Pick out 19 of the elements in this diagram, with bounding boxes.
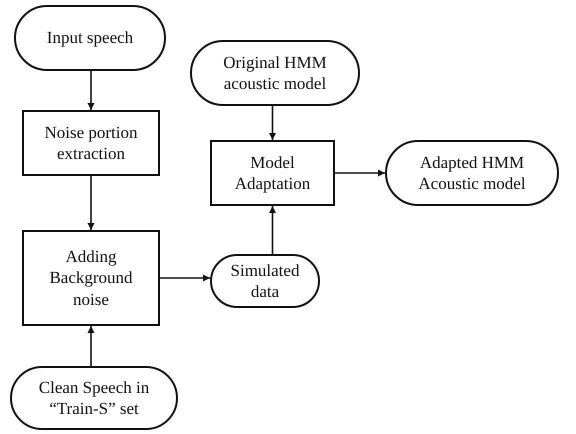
node-label: Adding Background noise — [48, 246, 134, 310]
process-box — [22, 230, 160, 326]
arrow — [269, 106, 276, 140]
arrow — [88, 176, 94, 230]
node-label: Adapted HMM Acoustic model — [417, 152, 527, 194]
node-label: Original HMM acoustic model — [222, 52, 328, 94]
arrow — [335, 170, 385, 176]
node-label: Input speech — [46, 27, 134, 49]
process-box — [22, 110, 160, 176]
arrow — [88, 71, 94, 110]
node-label: Model Adaptation — [234, 152, 312, 194]
process-box — [210, 140, 335, 206]
node-label: Simulated data — [230, 260, 300, 302]
arrow — [269, 206, 276, 254]
arrow — [88, 326, 94, 366]
node-label: Noise portion extraction — [43, 122, 139, 164]
terminal-shape — [210, 254, 320, 308]
node-label: Clean Speech in “Train-S” set — [38, 376, 150, 420]
arrow — [160, 274, 210, 282]
